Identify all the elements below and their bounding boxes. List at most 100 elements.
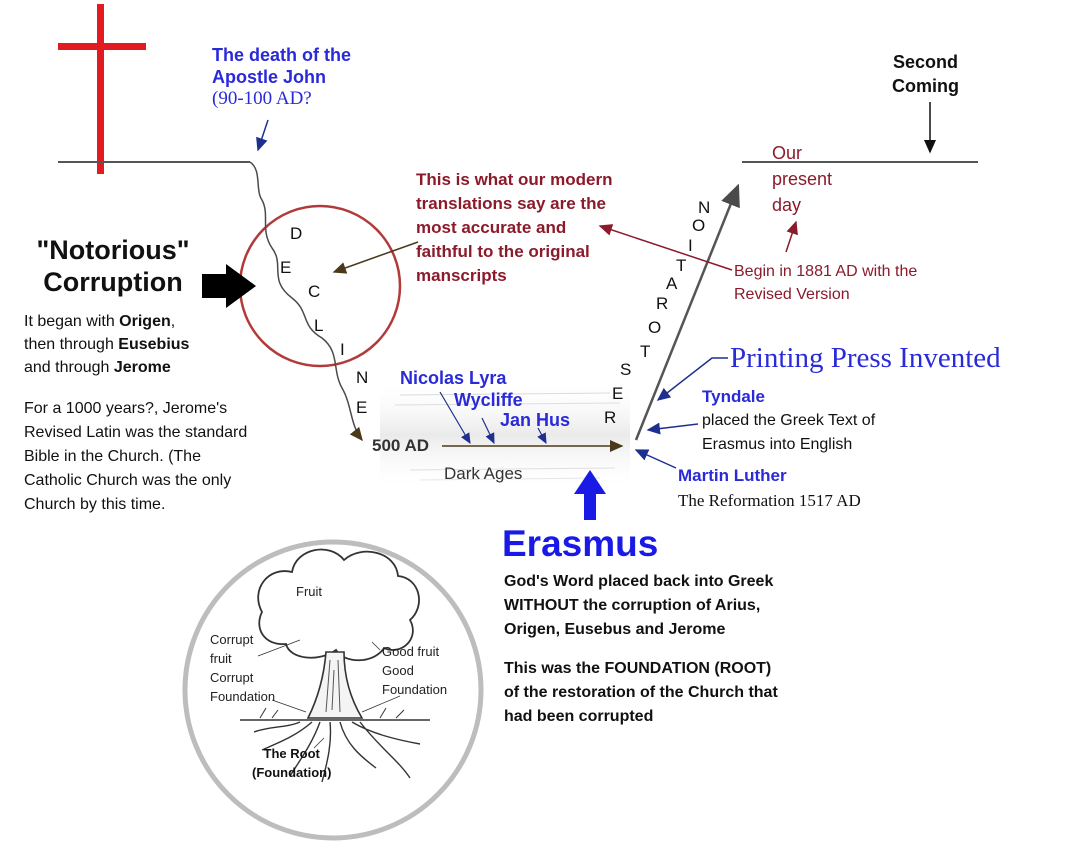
jerome-line-4: Catholic Church was the only (24, 472, 232, 489)
tree-corrupt-line-4: Foundation (210, 689, 276, 704)
reformation-label: The Reformation 1517 AD (678, 491, 861, 510)
begin-1881-label: Begin in 1881 AD with the Revised Versio… (734, 260, 917, 306)
restoration-letter: S (620, 360, 632, 379)
modern-line-5: manscripts (416, 266, 507, 285)
tyndale-line-2: Erasmus into English (702, 436, 853, 453)
jerome-line-3: Bible in the Church. (The (24, 448, 201, 465)
tree-corrupt-line-1: Corrupt (210, 632, 254, 647)
erasmus-title: Erasmus (502, 523, 659, 564)
dark-ages-texture (394, 392, 621, 481)
modern-arrow (332, 241, 419, 274)
death-john-line-3: (90-100 AD? (212, 88, 312, 109)
erasmus-line-3: Origen, Eusebus and Jerome (504, 621, 726, 638)
restoration-letter: A (666, 274, 678, 293)
origen-line-3: and through Jerome (24, 356, 189, 379)
notorious-line-1: "Notorious" (36, 235, 190, 265)
origen-line-1c: , (170, 313, 176, 330)
erasmus-line-2: WITHOUT the corruption of Arius, (504, 597, 761, 614)
tyndale-name: Tyndale (702, 387, 765, 406)
decline-path (249, 161, 363, 442)
tree-good-label: Good fruit Good Foundation (382, 642, 447, 699)
decline-letter: C (308, 282, 321, 301)
modern-line-2: translations say are the (416, 194, 606, 213)
cross-icon (58, 4, 146, 174)
foundation-line-2: of the restoration of the Church that (504, 684, 778, 701)
tyndale-arrow (646, 422, 699, 435)
tyndale-block: Tyndale placed the Greek Text of Erasmus… (702, 385, 875, 457)
modern-translations-label: This is what our modern translations say… (416, 168, 612, 288)
tyndale-line-1: placed the Greek Text of (702, 412, 876, 429)
present-day-arrow (785, 220, 798, 253)
restoration-letter: E (612, 384, 624, 403)
luther-name: Martin Luther (678, 466, 787, 485)
luther-block: Martin Luther The Reformation 1517 AD (678, 463, 861, 513)
decline-letter: L (314, 316, 324, 335)
foundation-text: This was the FOUNDATION (ROOT) of the re… (504, 657, 778, 729)
jerome-line-2: Revised Latin was the standard (24, 424, 248, 441)
tree-good-line-3: Foundation (382, 682, 448, 697)
decline-letter: I (340, 340, 345, 359)
modern-line-4: faithful to the original (416, 242, 590, 261)
decline-letter: D (290, 224, 303, 243)
foundation-line-1: This was the FOUNDATION (ROOT) (504, 660, 772, 677)
printing-press-arrow (656, 357, 728, 401)
john-arrow (256, 119, 269, 152)
luther-arrow (634, 449, 677, 469)
restoration-arrow (634, 183, 740, 441)
ad-500-label: 500 AD (372, 436, 430, 455)
modern-line-1: This is what our modern (416, 170, 613, 189)
tree-corrupt-line-2: fruit (210, 651, 232, 666)
jerome-line-1: For a 1000 years?, Jerome's (24, 400, 228, 417)
death-of-john-label: The death of the Apostle John (90-100 AD… (212, 44, 351, 110)
origen-line-1a: It began with (24, 313, 120, 330)
present-line-1: Our (772, 143, 803, 163)
jerome-line-5: Church by this time. (24, 496, 166, 513)
restoration-letter: O (692, 216, 706, 235)
origen-name: Origen (119, 313, 171, 330)
erasmus-text: God's Word placed back into Greek WITHOU… (504, 570, 773, 642)
tree-root-line-1: The Root (263, 746, 320, 761)
death-john-line-1: The death of the (212, 45, 351, 65)
restoration-letter: N (698, 198, 711, 217)
begin-1881-arrow (598, 224, 733, 271)
present-line-3: day (772, 195, 802, 215)
printing-press-label: Printing Press Invented (730, 342, 1001, 374)
our-present-day-label: Our present day (772, 140, 832, 218)
origen-line-3a: and through (24, 359, 114, 376)
second-coming-line-1: Second (892, 52, 958, 72)
tree-good-line-1: Good fruit (382, 644, 440, 659)
origen-line-2a: then through (24, 336, 119, 353)
restoration-letter: O (648, 318, 662, 337)
erasmus-line-1: God's Word placed back into Greek (504, 573, 774, 590)
restoration-letter: I (688, 236, 693, 255)
begin-line-2: Revised Version (734, 286, 850, 303)
restoration-letter: R (604, 408, 617, 427)
origen-line-1: It began with Origen, (24, 310, 189, 333)
blue-up-arrow-icon (574, 470, 606, 520)
notorious-corruption-title: "Notorious" Corruption (18, 234, 208, 298)
second-coming-line-2: Coming (892, 76, 959, 96)
modern-line-3: most accurate and (416, 218, 567, 237)
tree-root-label: The Root (Foundation) (252, 744, 331, 782)
notorious-line-2: Corruption (43, 267, 183, 297)
jerome-name: Jerome (113, 359, 171, 376)
dark-ages-label: Dark Ages (444, 464, 523, 483)
nicolas-arrow (439, 391, 471, 445)
eusebius-name: Eusebius (118, 336, 190, 353)
restoration-letter: R (656, 294, 669, 313)
tree-root-line-2: (Foundation) (252, 765, 332, 780)
origen-line-2: then through Eusebius (24, 333, 189, 356)
jerome-text: For a 1000 years?, Jerome's Revised Lati… (24, 397, 247, 517)
decline-letter: E (280, 258, 292, 277)
janhus-arrow (537, 427, 547, 445)
begin-line-1: Begin in 1881 AD with the (734, 263, 918, 280)
tree-good-line-2: Good (382, 663, 414, 678)
restoration-letter: T (676, 256, 687, 275)
present-line-2: present (772, 169, 833, 189)
second-coming-label: Second Coming (892, 50, 959, 98)
foundation-line-3: had been corrupted (504, 708, 654, 725)
wycliffe-label: Wycliffe (454, 390, 523, 410)
nicolas-lyra-label: Nicolas Lyra (400, 368, 507, 388)
restoration-letter: T (640, 342, 651, 361)
